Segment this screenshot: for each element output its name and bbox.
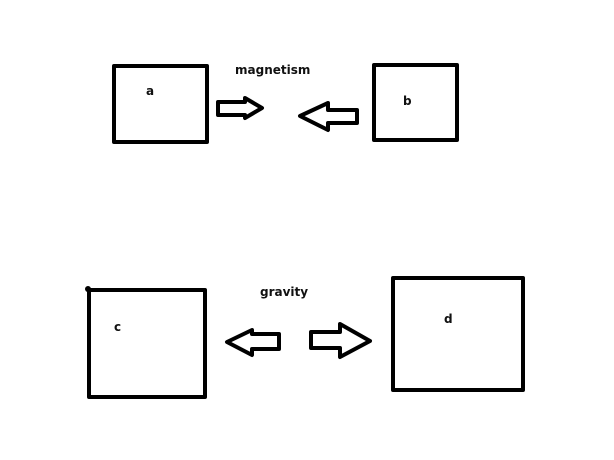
arrow-left-gravity: [225, 328, 281, 357]
box-d: [391, 276, 525, 392]
label-c: c: [114, 320, 122, 334]
corner-dot: [85, 286, 91, 292]
label-a: a: [146, 84, 155, 98]
label-d: d: [444, 312, 453, 326]
box-c: [87, 288, 207, 399]
label-magnetism: magnetism: [235, 63, 311, 77]
arrow-right-gravity: [309, 322, 372, 359]
label-b: b: [403, 94, 412, 108]
arrow-left-magnetism: [298, 101, 359, 132]
box-a: [112, 64, 209, 144]
box-b: [372, 63, 459, 142]
arrow-right-magnetism: [216, 96, 264, 120]
label-gravity: gravity: [260, 285, 309, 299]
